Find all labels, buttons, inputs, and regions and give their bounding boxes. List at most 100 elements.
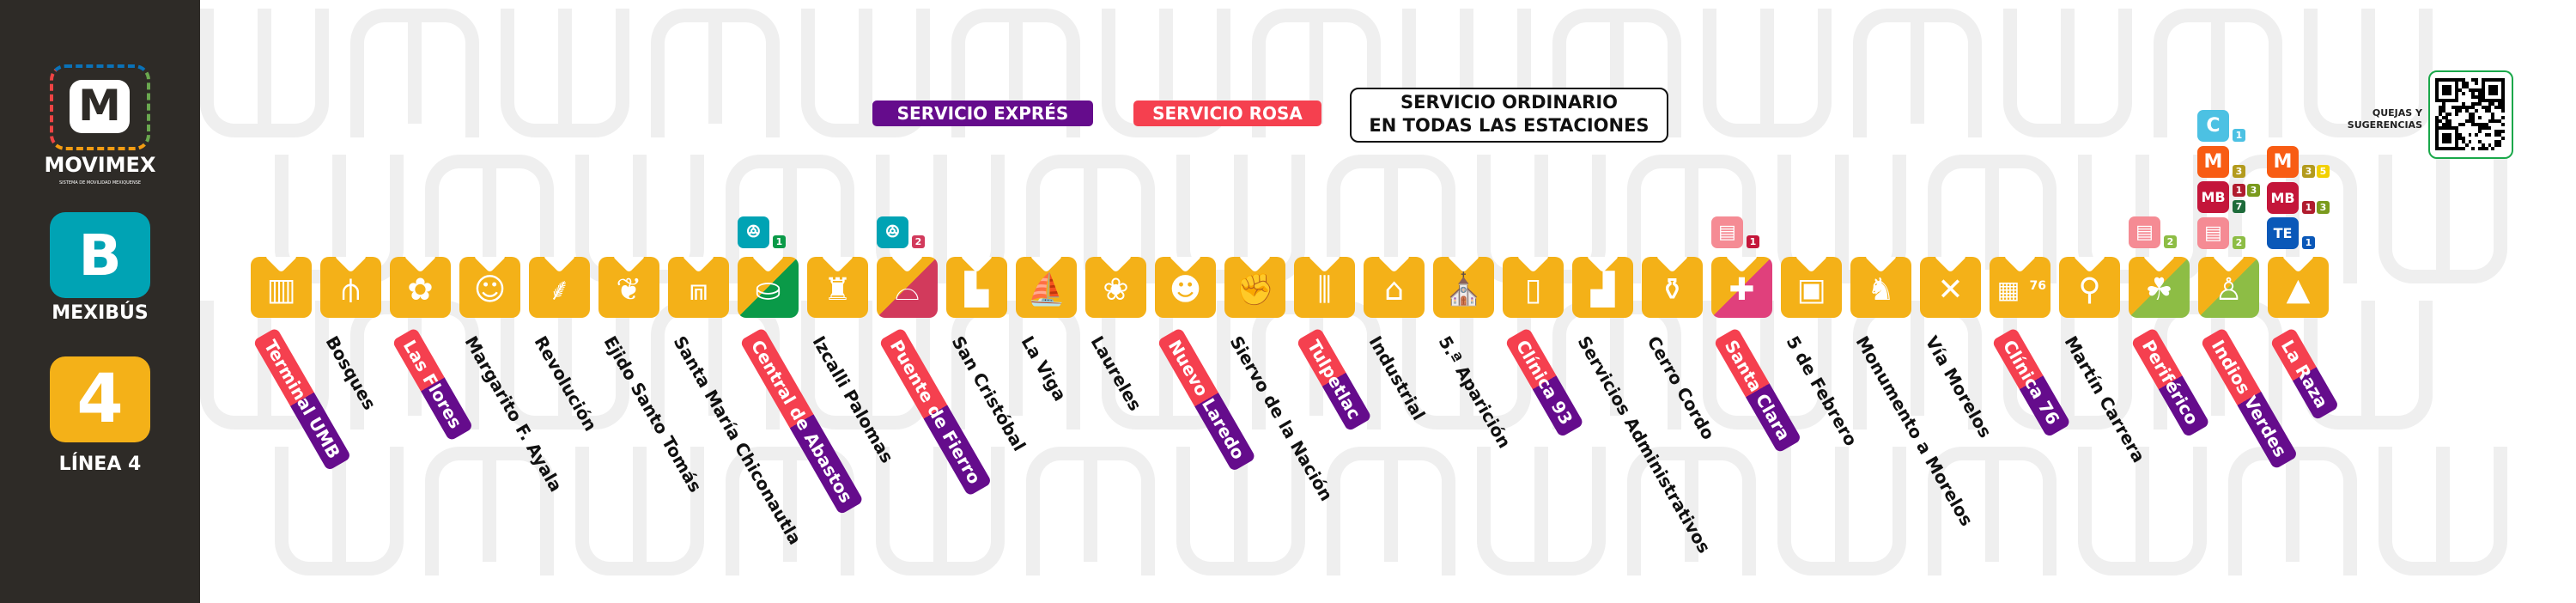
movimex-title: MOVIMEX bbox=[44, 153, 156, 177]
angel-statue-icon: ⚲ bbox=[2078, 272, 2101, 308]
station-tile[interactable]: ⌓ bbox=[877, 257, 938, 318]
qr-module bbox=[2488, 133, 2492, 137]
mexicable-line-badge[interactable]: 2 bbox=[2164, 235, 2177, 248]
metro-icon[interactable]: M bbox=[2197, 145, 2229, 178]
qr-module bbox=[2461, 123, 2465, 126]
station-tile[interactable]: ♜ bbox=[807, 257, 868, 318]
metro-icon[interactable]: M bbox=[2267, 146, 2299, 178]
qr-module bbox=[2475, 95, 2479, 99]
station-tile[interactable]: ⫼ bbox=[1294, 257, 1355, 318]
metrobus-line-badge[interactable]: 3 bbox=[2247, 184, 2260, 197]
qr-module bbox=[2491, 147, 2495, 150]
station-tile[interactable]: ⛪ bbox=[1433, 257, 1494, 318]
qr-module bbox=[2471, 119, 2476, 123]
cablebus-icon[interactable]: C bbox=[2197, 110, 2229, 142]
station-tile[interactable]: ☻ bbox=[1155, 257, 1216, 318]
qr-module bbox=[2445, 99, 2449, 102]
qr-module bbox=[2445, 147, 2449, 150]
trolebus-icon[interactable]: TE bbox=[2267, 217, 2299, 249]
mexicable-icon[interactable]: ▤ bbox=[2197, 216, 2229, 249]
station-tile[interactable]: ✊ bbox=[1224, 257, 1285, 318]
station-tile[interactable]: ⌂ bbox=[1364, 257, 1425, 318]
station-tile[interactable]: ▟ bbox=[1572, 257, 1633, 318]
station-tile[interactable]: ☺ bbox=[459, 257, 520, 318]
station-tile[interactable]: ▣ bbox=[1781, 257, 1842, 318]
qr-module bbox=[2435, 82, 2439, 85]
mexibus-icon[interactable]: ꔮ bbox=[877, 216, 908, 248]
mexicable-icon[interactable]: ▤ bbox=[2129, 216, 2160, 248]
legend-pink: SERVICIO ROSA bbox=[1133, 100, 1321, 126]
qr-module bbox=[2435, 78, 2439, 82]
mexibus-icon[interactable]: ꔮ bbox=[738, 216, 769, 248]
qr-module bbox=[2448, 126, 2452, 130]
qr-module bbox=[2501, 99, 2505, 102]
station-tile[interactable]: ⚲ bbox=[2059, 257, 2120, 318]
watermark-shape bbox=[1477, 447, 1606, 576]
metrobus-line-badge[interactable]: 1 bbox=[2302, 200, 2315, 214]
mexicable-line-badge[interactable]: 1 bbox=[1747, 235, 1759, 248]
metrobus-line-badge[interactable]: 7 bbox=[2233, 200, 2245, 213]
qr-module bbox=[2435, 99, 2439, 102]
metrobus-line-badge[interactable]: 3 bbox=[2317, 200, 2330, 214]
mexicable-icon[interactable]: ▤ bbox=[1711, 216, 1743, 248]
station-tile[interactable]: ⩎ bbox=[668, 257, 729, 318]
qr-module bbox=[2501, 88, 2505, 92]
station-tile[interactable]: ▯ bbox=[1503, 257, 1564, 318]
station-tile[interactable]: ✚ bbox=[1711, 257, 1772, 318]
metro-line-badge[interactable]: 3 bbox=[2233, 164, 2245, 178]
qr-module bbox=[2491, 85, 2495, 88]
statues-icon: ♙ bbox=[2215, 272, 2243, 308]
qr-module bbox=[2484, 106, 2488, 109]
qr-module bbox=[2494, 92, 2499, 95]
qr-module bbox=[2445, 88, 2449, 92]
constitution-icon: ▣ bbox=[1796, 272, 1826, 308]
qr-module bbox=[2494, 133, 2499, 137]
qr-module bbox=[2451, 99, 2456, 102]
station-tile[interactable]: ☘ bbox=[2129, 257, 2190, 318]
station-tile[interactable]: ✕ bbox=[1920, 257, 1981, 318]
station-tile[interactable]: ▥ bbox=[251, 257, 312, 318]
qr-module bbox=[2461, 147, 2465, 150]
qr-module bbox=[2494, 88, 2499, 92]
qr-module bbox=[2484, 123, 2488, 126]
qr-module bbox=[2468, 106, 2472, 109]
qr-module bbox=[2455, 106, 2458, 109]
qr-module bbox=[2478, 88, 2482, 92]
qr-module bbox=[2501, 123, 2505, 126]
station-tile[interactable]: ⛵ bbox=[1016, 257, 1077, 318]
station-tile[interactable]: ♙ bbox=[2198, 257, 2259, 318]
willow-tree-icon: ⫛ bbox=[341, 272, 361, 308]
metro-line-badge[interactable]: 5 bbox=[2317, 165, 2330, 178]
station-tile[interactable]: ▦76 bbox=[1990, 257, 2050, 318]
qr-module bbox=[2481, 88, 2485, 92]
qr-module bbox=[2445, 113, 2449, 116]
qr-module bbox=[2461, 78, 2465, 82]
trolebus-line-badge[interactable]: 1 bbox=[2302, 236, 2315, 249]
mexibus-line-badge[interactable]: 2 bbox=[912, 235, 925, 248]
morelos-head-icon: ♞ bbox=[1867, 272, 1895, 308]
station-tile[interactable]: ⫛ bbox=[320, 257, 381, 318]
qr-module bbox=[2448, 147, 2452, 150]
cablebus-line-badge[interactable]: 1 bbox=[2233, 129, 2245, 142]
station-tile[interactable]: ▲ bbox=[2268, 257, 2329, 318]
qr-module bbox=[2478, 92, 2482, 95]
metrobus-line-badge[interactable]: 1 bbox=[2233, 184, 2245, 197]
station-tile[interactable]: ✿ bbox=[390, 257, 451, 318]
church-icon: ⛪ bbox=[1444, 272, 1483, 308]
qr-module bbox=[2441, 140, 2445, 143]
station-tile[interactable]: ❦ bbox=[598, 257, 659, 318]
mexicable-line-badge[interactable]: 2 bbox=[2233, 235, 2245, 249]
metrobus-icon[interactable]: MB bbox=[2267, 181, 2299, 214]
station-tile[interactable]: ❀ bbox=[1085, 257, 1146, 318]
station-tile[interactable]: ⛀ bbox=[738, 257, 799, 318]
station-tile[interactable]: ⚱ bbox=[1642, 257, 1703, 318]
metrobus-icon[interactable]: MB bbox=[2197, 181, 2229, 213]
station-tile[interactable]: ⸙ bbox=[529, 257, 590, 318]
qr-module bbox=[2498, 140, 2502, 143]
qr-module bbox=[2458, 133, 2462, 137]
qr-code-icon[interactable] bbox=[2435, 78, 2505, 150]
metro-line-badge[interactable]: 3 bbox=[2302, 165, 2315, 178]
station-tile[interactable]: ♞ bbox=[1850, 257, 1911, 318]
station-tile[interactable]: ▙ bbox=[946, 257, 1007, 318]
mexibus-line-badge[interactable]: 1 bbox=[773, 235, 786, 248]
